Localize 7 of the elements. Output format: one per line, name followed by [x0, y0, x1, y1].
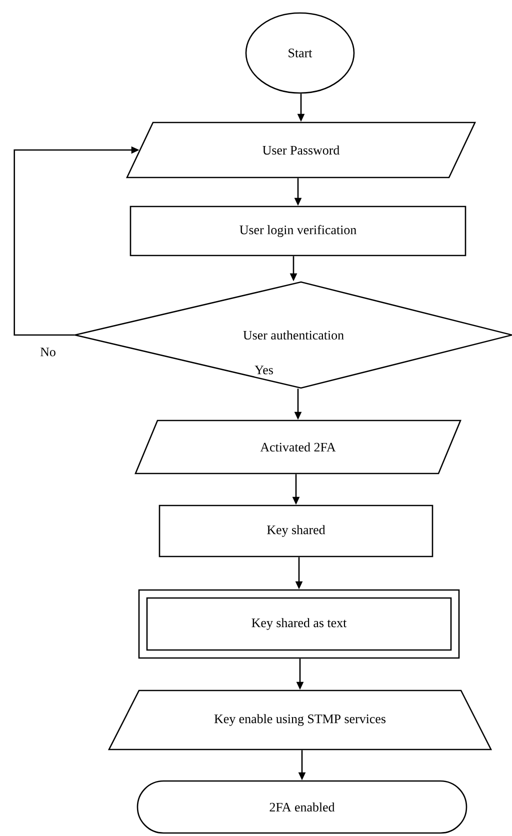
input-parallelogram: Activated 2FA: [134, 420, 462, 474]
double-border-box: Key shared as text: [138, 589, 460, 659]
process-box: User login verification: [130, 206, 466, 256]
terminal-box: 2FA enabled: [136, 780, 468, 834]
process-box: Key shared: [158, 504, 434, 558]
edge-label: Yes: [254, 364, 274, 376]
edge-label: No: [39, 346, 57, 358]
